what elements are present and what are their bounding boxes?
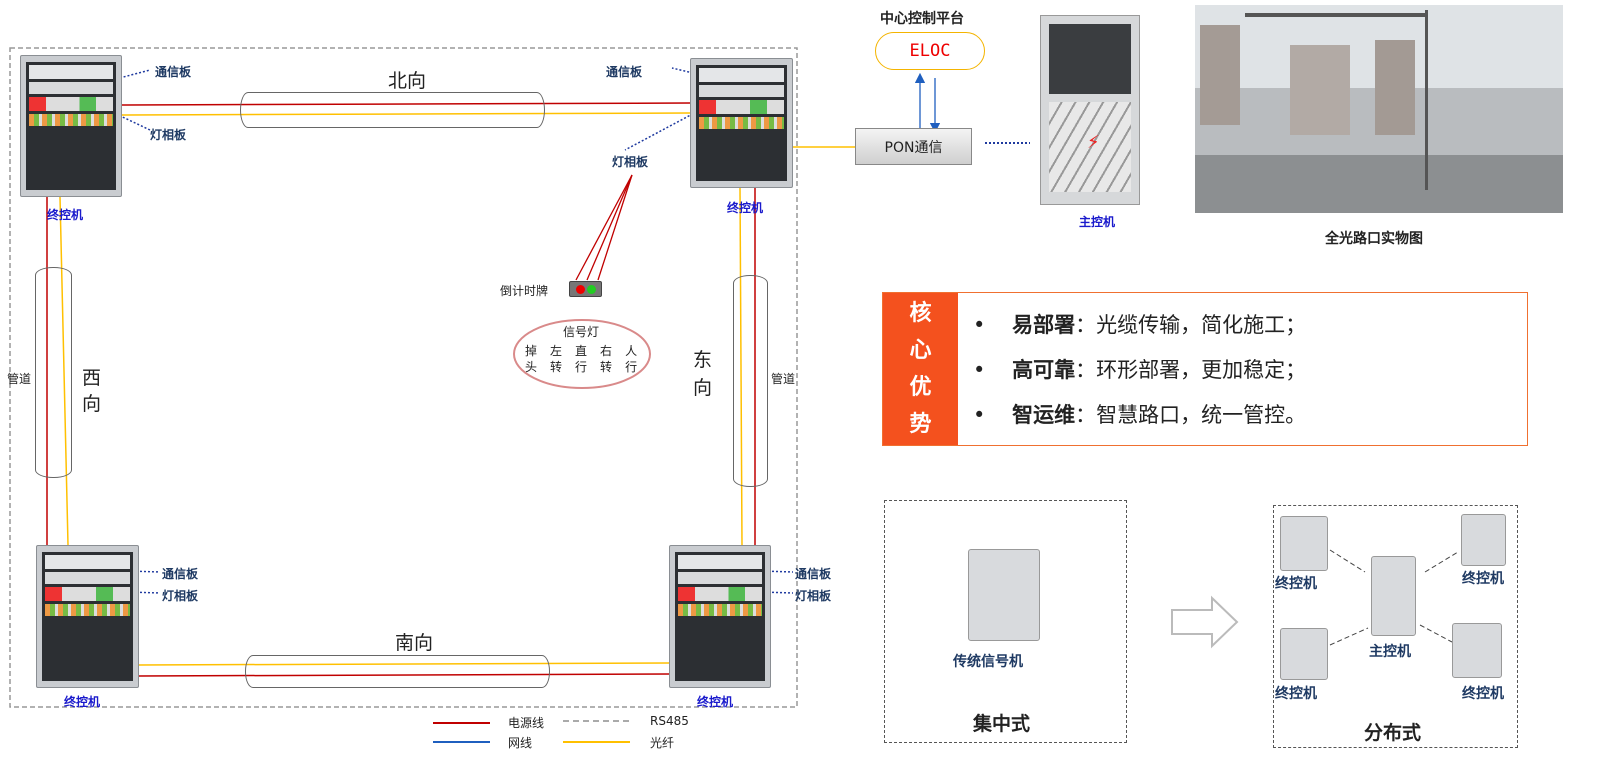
west-pipe xyxy=(35,267,72,478)
north-pipe xyxy=(240,92,545,128)
legend-network: 网线 xyxy=(508,736,533,750)
master-label: 主控机 xyxy=(1079,215,1116,229)
terminal-label: 终控机 xyxy=(1275,576,1317,592)
core-advantages-panel: 核心优势 • 易部署：光缆传输，简化施工； • 高可靠：环形部署，更加稳定； •… xyxy=(882,292,1528,446)
countdown-label: 倒计时牌 xyxy=(500,284,549,298)
west-label: 西向 xyxy=(82,367,102,415)
terminal-label-nw: 终控机 xyxy=(47,208,84,222)
comm-board-label: 通信板 xyxy=(162,567,199,581)
centralized-box: 传统信号机 集中式 xyxy=(884,500,1127,743)
lightning-icon: ⚡ xyxy=(1087,132,1100,153)
advantage-item: • 易部署：光缆传输，简化施工； xyxy=(973,313,1307,337)
pipe-label-west: 管道 xyxy=(7,372,32,386)
legend-fiber: 光纤 xyxy=(650,736,675,750)
legend-power: 电源线 xyxy=(508,716,545,730)
terminal-unit xyxy=(1452,623,1502,678)
terminal-cabinet-nw xyxy=(20,55,122,197)
south-pipe xyxy=(245,655,550,688)
signal-pedestrian: 人行 xyxy=(625,344,638,374)
traditional-controller xyxy=(968,549,1040,641)
legend-rs485: RS485 xyxy=(650,714,689,728)
core-advantages-title: 核心优势 xyxy=(883,293,958,445)
distributed-title: 分布式 xyxy=(1364,722,1422,744)
advantage-item: • 高可靠：环形部署，更加稳定； xyxy=(973,358,1307,382)
photo-caption: 全光路口实物图 xyxy=(1325,231,1423,247)
master-cabinet: ⚡ xyxy=(1040,15,1140,205)
pon-label: PON通信 xyxy=(884,139,943,156)
centralized-title: 集中式 xyxy=(973,713,1031,735)
comm-board-label: 通信板 xyxy=(606,65,643,79)
north-label: 北向 xyxy=(388,70,427,92)
intersection-photo xyxy=(1195,5,1563,213)
signal-uturn: 掉头 xyxy=(525,344,538,374)
terminal-cabinet-se xyxy=(669,545,771,688)
terminal-label-se: 终控机 xyxy=(697,695,734,709)
comm-board-label: 通信板 xyxy=(795,567,832,581)
south-label: 南向 xyxy=(395,632,434,654)
terminal-label-ne: 终控机 xyxy=(727,201,764,215)
signal-right: 右转 xyxy=(600,344,613,374)
terminal-label: 终控机 xyxy=(1275,686,1317,702)
distributed-box: 终控机 终控机 终控机 终控机 主控机 分布式 xyxy=(1273,505,1518,748)
lamp-board-label: 灯相板 xyxy=(162,589,199,603)
lamp-board-label: 灯相板 xyxy=(612,155,649,169)
terminal-label: 终控机 xyxy=(1462,686,1504,702)
signal-left: 左转 xyxy=(550,344,563,374)
signal-items: 掉头 左转 直行 右转 人行 xyxy=(525,343,637,375)
signal-title: 信号灯 xyxy=(563,325,600,339)
platform-title: 中心控制平台 xyxy=(880,11,964,27)
lamp-board-label: 灯相板 xyxy=(795,589,832,603)
signal-straight: 直行 xyxy=(575,344,588,374)
advantage-item: • 智运维：智慧路口，统一管控。 xyxy=(973,403,1307,427)
countdown-board-icon xyxy=(569,281,602,297)
lamp-board-label: 灯相板 xyxy=(150,128,187,142)
pipe-label-east: 管道 xyxy=(771,372,796,386)
eloc-label: ELOC xyxy=(909,41,951,61)
terminal-label: 终控机 xyxy=(1462,571,1504,587)
traditional-label: 传统信号机 xyxy=(953,654,1023,670)
comm-board-label: 通信板 xyxy=(155,65,192,79)
pon-box: PON通信 xyxy=(855,128,972,165)
master-label: 主控机 xyxy=(1369,644,1411,660)
east-pipe xyxy=(733,275,768,487)
terminal-label-sw: 终控机 xyxy=(64,695,101,709)
terminal-unit xyxy=(1280,516,1328,571)
terminal-cabinet-ne xyxy=(690,58,793,188)
terminal-unit xyxy=(1280,628,1328,680)
terminal-unit xyxy=(1461,514,1506,566)
terminal-cabinet-sw xyxy=(36,545,139,688)
east-label: 东向 xyxy=(693,349,713,399)
cloud-icon: ELOC xyxy=(875,32,985,70)
master-unit xyxy=(1371,556,1416,636)
